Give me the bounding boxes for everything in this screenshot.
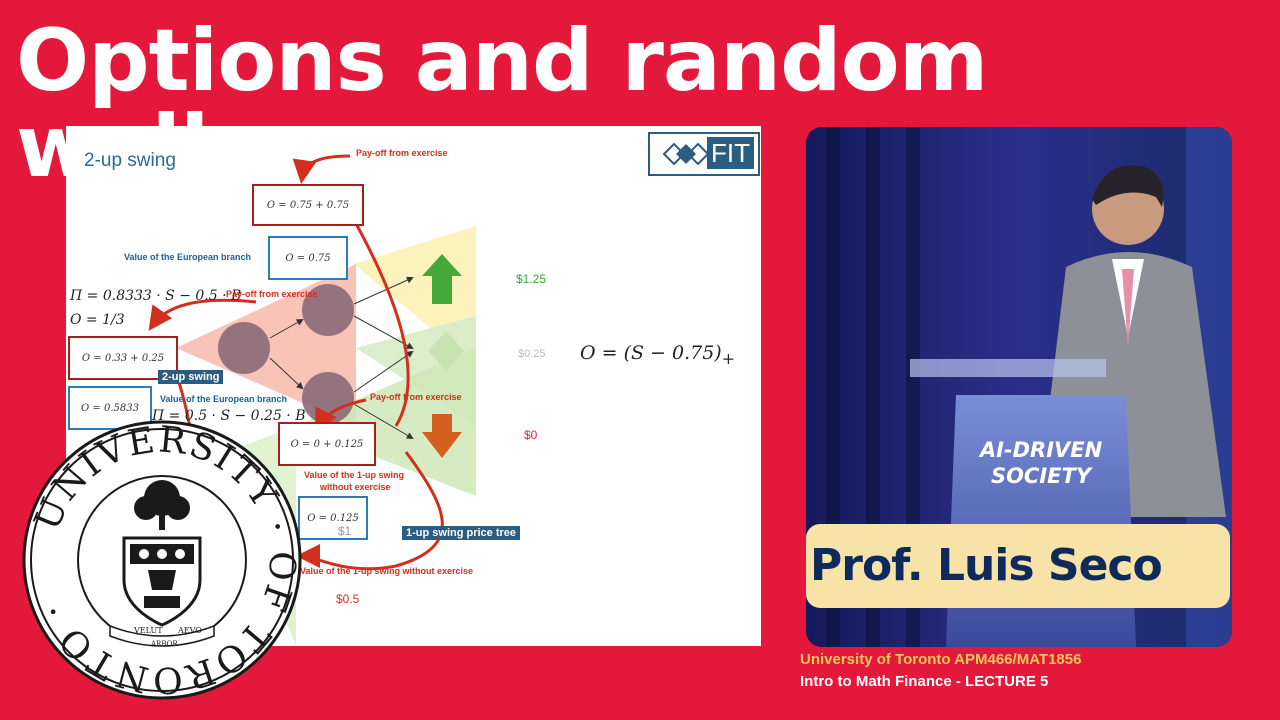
label-payoff-mid: Pay-off from exercise [226,289,318,299]
formula-payoff-main: O = (S − 0.75) [580,342,722,364]
formula-payoff-sub: + [721,348,735,368]
formula-payoff: O = (S − 0.75)+ [580,342,735,368]
label-value-1up-bottom: Value of the 1-up swing without exercise [300,566,474,576]
box-lower-blue: O = 0.125 [298,496,368,540]
box-lower-red: O = 0 + 0.125 [278,422,376,466]
lower-triangle [296,348,476,496]
course-line-1: University of Toronto APM466/MAT1856 [800,651,1082,668]
podium [946,395,1136,647]
tag-price-tree: 1-up swing price tree [402,526,521,540]
crest-motto-right: AEVO [177,626,202,635]
formula-pi-2: Π = 0.5 · S − 0.25 · B [152,408,306,424]
node-down [302,372,354,424]
formula-pi-1: Π = 0.8333 · S − 0.5 · B [70,288,242,304]
fit-logo-text: FIT [707,137,754,169]
university-crest-logo: UNIVERSITY · OF TORONTO · VELUT AEVO ARB… [22,420,302,700]
crown-icon [148,570,176,590]
label-payoff-top: Pay-off from exercise [356,148,448,158]
label-value-euro-mid: Value of the European branch [160,394,288,404]
fit-logo: FIT [648,132,760,176]
label-value-1up: Value of the 1-up swing [304,470,405,480]
box-top-blue: O = 0.75 [268,236,348,280]
podium-line-2: SOCIETY [990,464,1092,489]
price-025: $0.25 [518,348,546,360]
node-left [218,322,270,374]
formula-o-1: O = 1/3 [70,312,125,328]
label-payoff-lower: Pay-off from exercise [370,392,462,402]
podium-text: AI-DRIVEN SOCIETY [956,437,1126,490]
book-icon [144,596,180,608]
box-top-red: O = 0.75 + 0.75 [252,184,364,226]
price-125: $1.25 [516,272,547,286]
tag-two-up-swing: 2-up swing [158,370,224,384]
price-1: $1 [338,524,352,538]
node-up [302,284,354,336]
label-value-euro-top: Value of the European branch [124,252,252,262]
podium-line-1: AI-DRIVEN [979,438,1103,462]
flat-diamond-icon [428,331,464,371]
up-arrow-icon [422,254,462,304]
price-0: $0 [524,428,538,442]
presenter-name-box: Prof. Luis Seco [806,524,1230,608]
price-05: $0.5 [336,592,360,606]
slide-title: 2-up swing [84,150,176,171]
crest-motto-left: VELUT [133,626,163,635]
presenter-name: Prof. Luis Seco [810,540,1163,591]
label-without-exercise: without exercise [320,482,391,492]
down-arrow-icon [422,414,462,458]
crest-motto-banner: ARBOR [150,640,178,648]
course-line-2: Intro to Math Finance - LECTURE 5 [800,673,1049,690]
fit-diamonds-icon [662,142,710,166]
tree-icon [134,480,190,530]
